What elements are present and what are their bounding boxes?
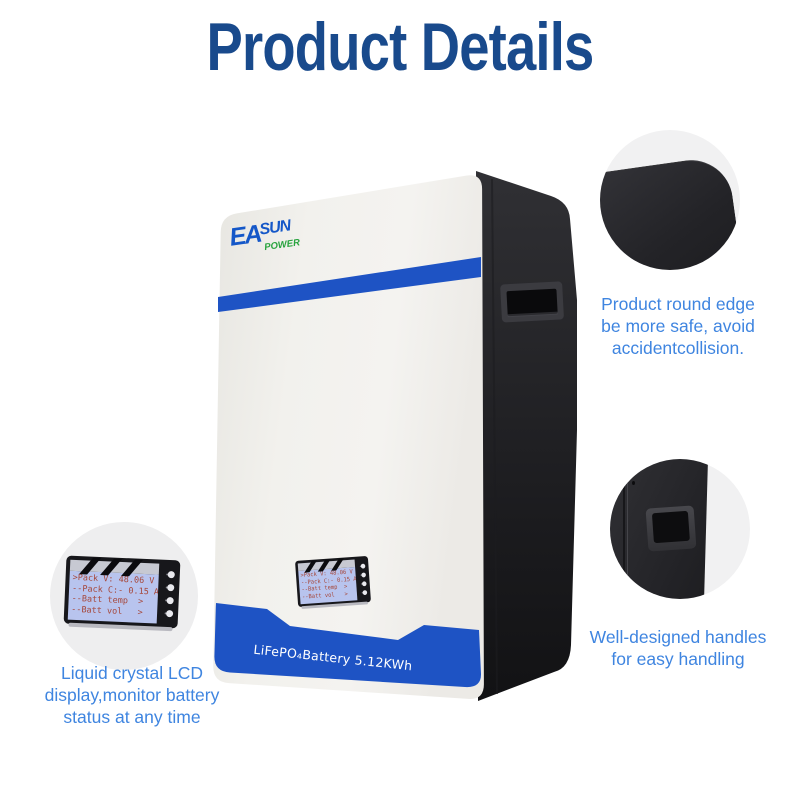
handle-opening [651, 510, 690, 544]
bottom-blue-band [214, 603, 482, 688]
panel-seam-highlight [627, 459, 628, 599]
front-blue-stripe [218, 257, 481, 312]
lcd-buttons [157, 564, 177, 625]
handle-zoom-bubble [610, 459, 750, 599]
callout-handle-text: Well-designed handles for easy handling [589, 627, 767, 669]
callout-lcd-text: Liquid crystal LCD display,monitor batte… [44, 663, 220, 727]
lcd-top-strip [69, 557, 160, 577]
side-seam-line [491, 178, 498, 695]
side-handle-opening [506, 288, 558, 317]
lcd-button [167, 583, 175, 592]
side-handle-lip [507, 311, 558, 318]
lcd-screen: >Pack V: 48.06 V --Pack C:- 0.15 A --Bat… [67, 570, 159, 624]
lcd-screen-area: >Pack V: 48.06 V --Pack C:- 0.15 A --Bat… [67, 557, 160, 624]
panel-screw-dot [632, 481, 635, 485]
page-title: Product Details [206, 9, 594, 85]
side-handle [500, 281, 564, 323]
panel-seam-line [623, 459, 625, 599]
logo-ea-text: EA [227, 219, 263, 252]
callout-edge-text: Product round edge be more safe, avoid a… [601, 294, 755, 358]
lcd-display-closeup: >Pack V: 48.06 V --Pack C:- 0.15 A --Bat… [63, 555, 181, 629]
lcd-button [167, 570, 175, 579]
lcd-screen-area: >Pack V: 48.06 V --Pack C:- 0.15 A --Bat… [297, 558, 358, 605]
lcd-button [360, 563, 366, 569]
lcd-zoom-bubble: >Pack V: 48.06 V --Pack C:- 0.15 A --Bat… [50, 522, 198, 670]
lcd-button [166, 596, 174, 605]
battery-lcd: >Pack V: 48.06 V --Pack C:- 0.15 A --Bat… [295, 555, 372, 608]
lcd-screen: >Pack V: 48.06 V --Pack C:- 0.15 A --Bat… [298, 567, 358, 605]
lcd-button [165, 609, 174, 618]
battery-front-panel [213, 175, 484, 699]
lcd-button [361, 581, 367, 587]
lcd-button [361, 572, 367, 578]
edge-zoom-bubble [600, 130, 740, 270]
side-panel-closeup [610, 459, 708, 599]
battery-side-panel [476, 171, 577, 701]
rounded-corner-closeup [600, 154, 740, 270]
lcd-button [362, 590, 368, 596]
logo-sun-text: SUN [258, 217, 292, 239]
handle-closeup [645, 505, 697, 552]
